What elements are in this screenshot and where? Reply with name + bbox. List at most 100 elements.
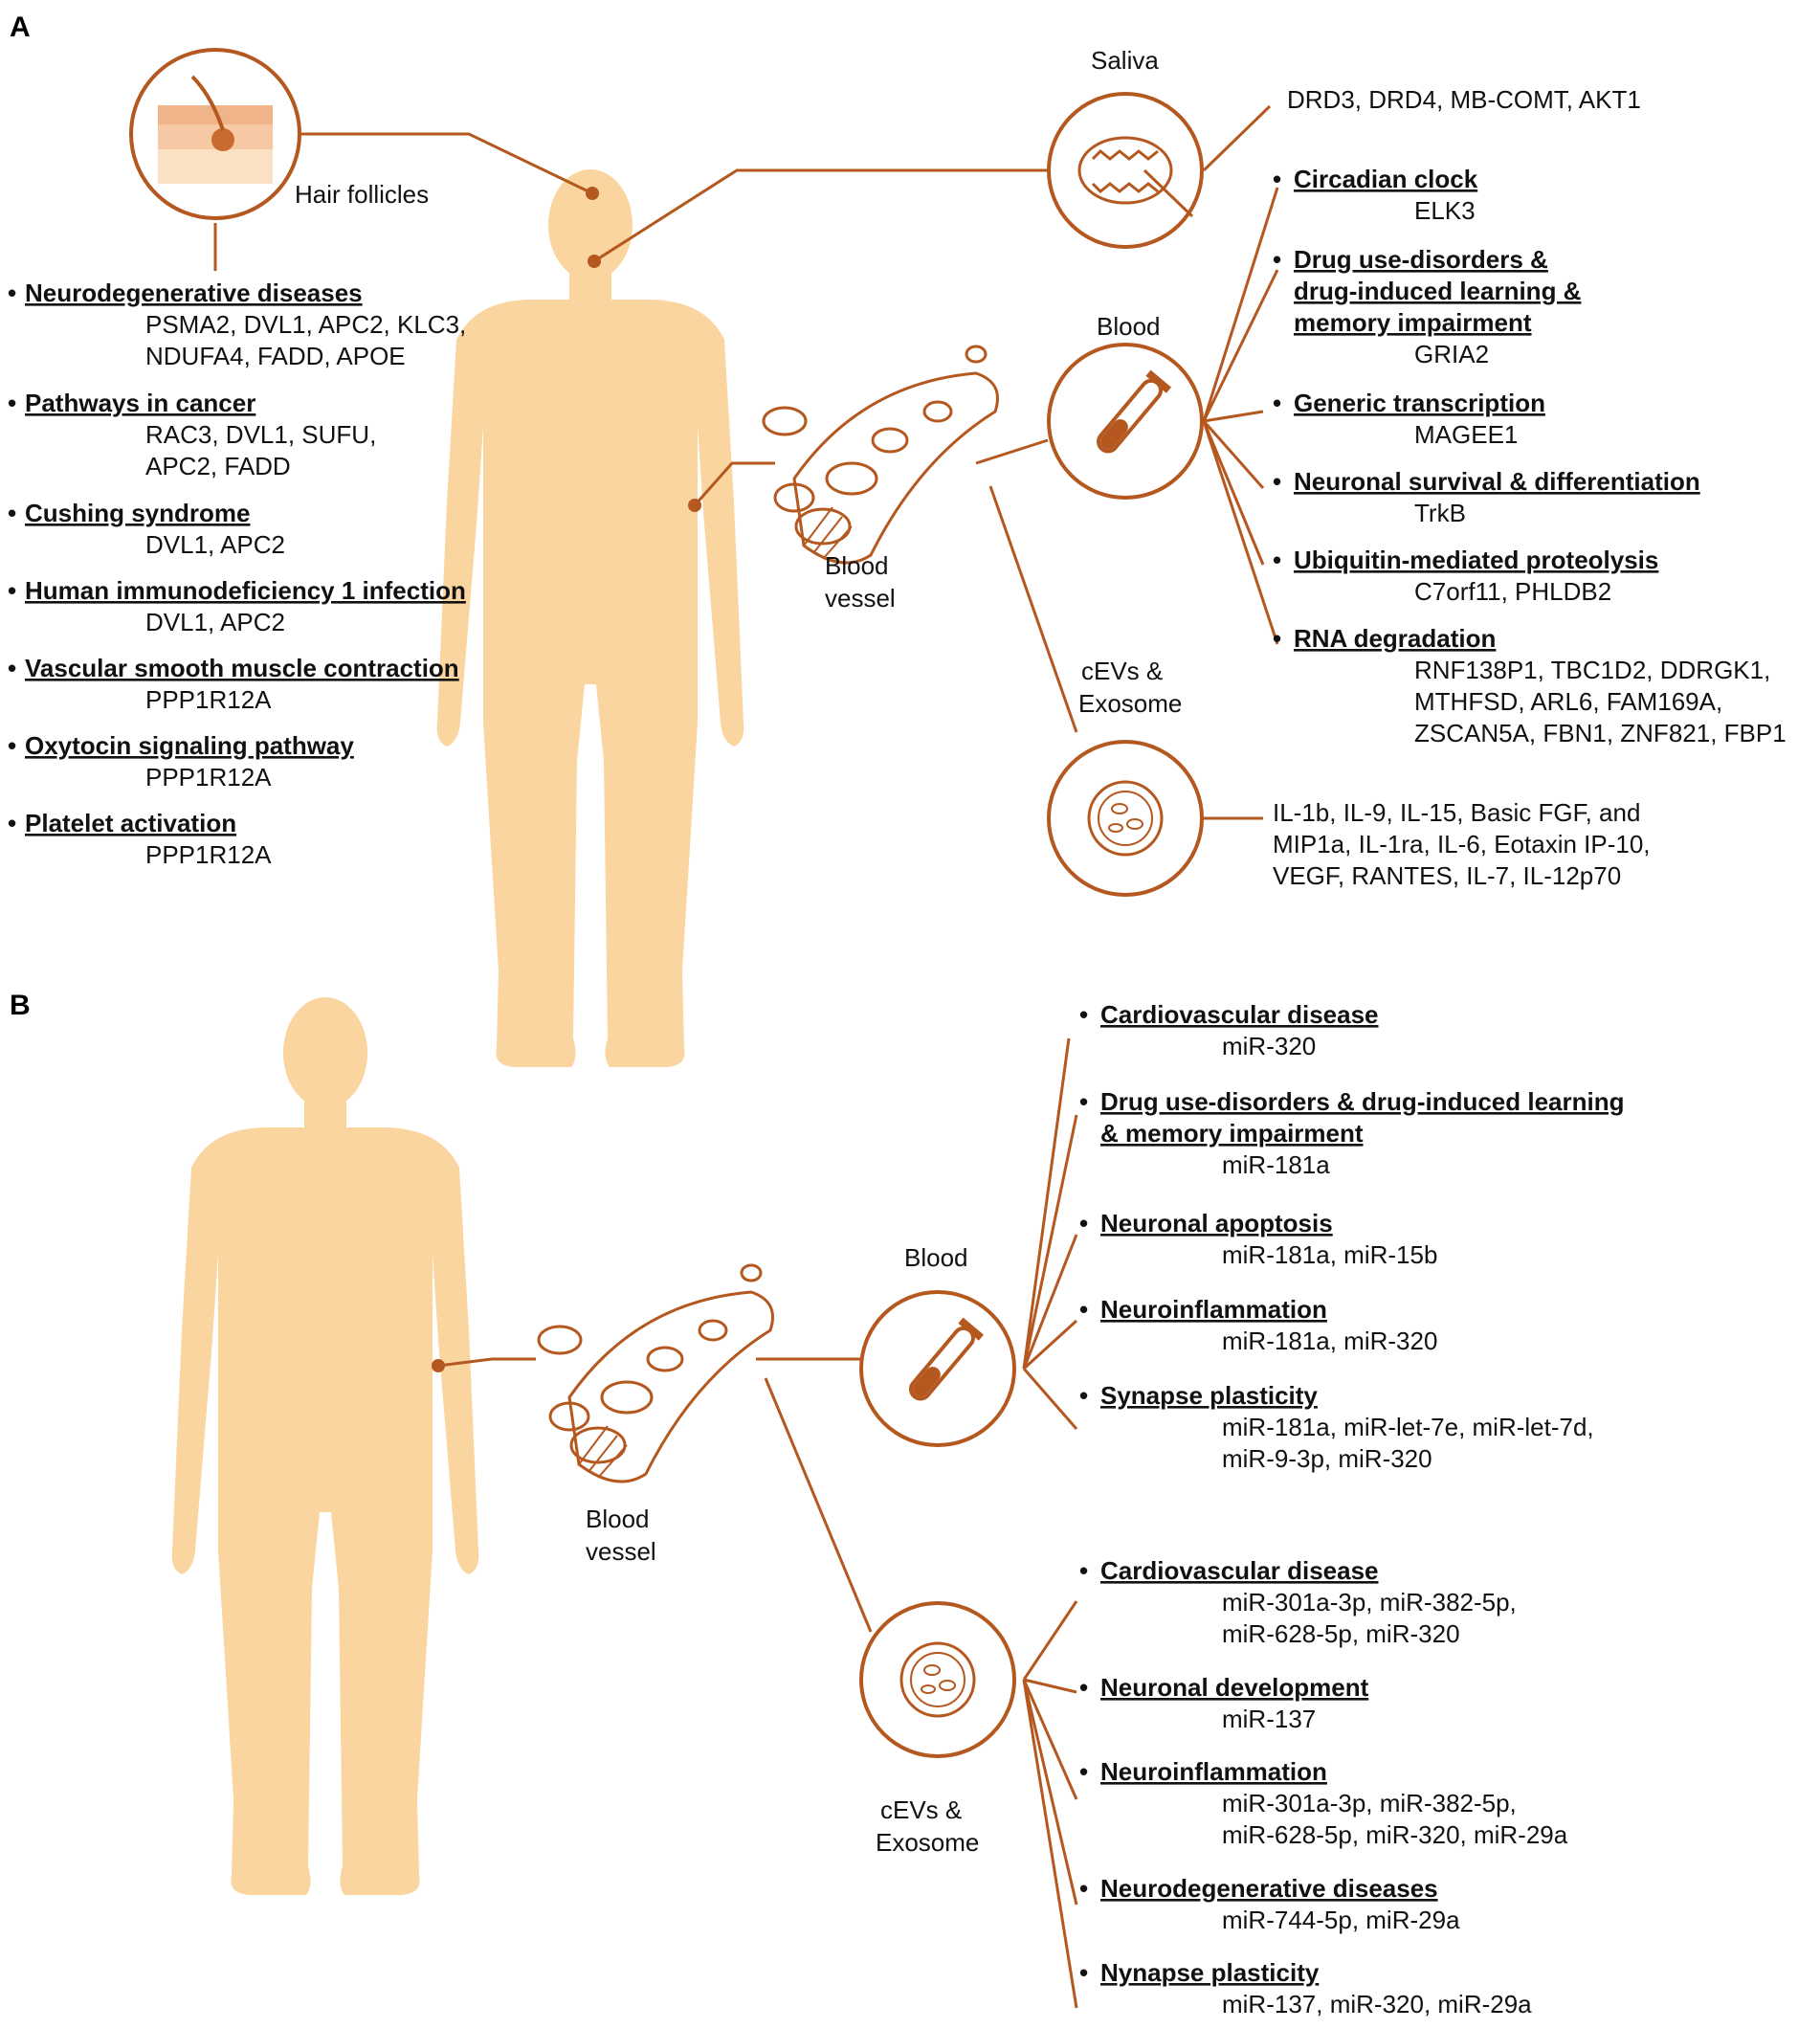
saliva-mouth-icon: [1047, 92, 1204, 249]
hair-item-genes: DVL1, APC2: [145, 530, 285, 559]
arm-marker-dot: [688, 499, 701, 512]
hair-item-genes: PSMA2, DVL1, APC2, KLC3,: [145, 310, 466, 339]
hair-follicle-icon: [129, 48, 301, 220]
panel-b-blood-label: Blood: [904, 1243, 968, 1272]
panel-b-arm-marker-dot: [432, 1359, 445, 1372]
blood-a-item-genes: ZSCAN5A, FBN1, ZNF821, FBP1: [1414, 719, 1787, 747]
cevs-b-item-heading: Neurodegenerative diseases: [1100, 1874, 1438, 1903]
cevs-b-item-bullet: •: [1079, 1673, 1088, 1702]
cevs-b-item-genes: miR-137: [1222, 1705, 1316, 1733]
panel-b-blood-vessel-icon: [537, 1263, 774, 1483]
hair-item-heading: Vascular smooth muscle contraction: [25, 654, 459, 682]
panel-b-vessel-label-2: vessel: [586, 1537, 656, 1566]
blood-a-item-genes: TrkB: [1414, 499, 1466, 527]
blood-a-item-heading: Circadian clock: [1294, 165, 1478, 193]
blood-a-item-heading: Generic transcription: [1294, 389, 1545, 417]
hair-follicles-label: Hair follicles: [295, 180, 429, 209]
cevs-b-item-genes: miR-301a-3p, miR-382-5p,: [1222, 1789, 1517, 1817]
hair-item-heading: Cushing syndrome: [25, 499, 250, 527]
panel-a-blood-label: Blood: [1097, 312, 1161, 341]
hair-item-genes: DVL1, APC2: [145, 608, 285, 636]
hair-item-genes: PPP1R12A: [145, 763, 272, 792]
cevs-b-item-genes: miR-628-5p, miR-320, miR-29a: [1222, 1820, 1568, 1849]
blood-a-item-genes: C7orf11, PHLDB2: [1414, 577, 1611, 606]
cevs-b-item-bullet: •: [1079, 1874, 1088, 1903]
hair-item-heading: Human immunodeficiency 1 infection: [25, 576, 466, 605]
panel-a-cevs-label-2: Exosome: [1078, 689, 1182, 718]
cevs-b-item-bullet: •: [1079, 1958, 1088, 1987]
panel-b-exosome-icon: [859, 1601, 1016, 1758]
cevs-b-item-heading: Neuroinflammation: [1100, 1757, 1327, 1786]
hair-item-bullet: •: [8, 809, 16, 837]
blood-b-item-bullet: •: [1079, 1087, 1088, 1116]
cevs-b-item-genes: miR-301a-3p, miR-382-5p,: [1222, 1588, 1517, 1617]
panel-a-cevs-label-1: cEVs &: [1081, 657, 1163, 685]
blood-a-item-heading: Drug use-disorders &: [1294, 245, 1548, 274]
blood-b-item-heading: Neuronal apoptosis: [1100, 1209, 1333, 1237]
blood-b-item-genes: miR-181a, miR-320: [1222, 1327, 1437, 1355]
hair-item-heading: Platelet activation: [25, 809, 236, 837]
cevs-a-line: VEGF, RANTES, IL-7, IL-12p70: [1273, 861, 1621, 890]
hair-item-heading: Pathways in cancer: [25, 389, 255, 417]
panel-a-blood-vessel-icon: [762, 345, 999, 565]
hair-item-bullet: •: [8, 279, 16, 307]
cevs-a-line: IL-1b, IL-9, IL-15, Basic FGF, and: [1273, 798, 1640, 827]
blood-a-item-bullet: •: [1273, 467, 1281, 496]
hair-item-heading: Neurodegenerative diseases: [25, 279, 363, 307]
cevs-b-item-genes: miR-628-5p, miR-320: [1222, 1619, 1460, 1648]
blood-b-item-genes: miR-320: [1222, 1032, 1316, 1060]
cevs-b-item-genes: miR-137, miR-320, miR-29a: [1222, 1990, 1532, 2018]
cevs-b-item-heading: Neuronal development: [1100, 1673, 1369, 1702]
hair-item-genes: RAC3, DVL1, SUFU,: [145, 420, 376, 449]
blood-b-item-heading: Synapse plasticity: [1100, 1381, 1318, 1410]
cevs-b-item-bullet: •: [1079, 1757, 1088, 1786]
blood-b-item-genes: miR-9-3p, miR-320: [1222, 1444, 1432, 1473]
hair-item-genes: APC2, FADD: [145, 452, 291, 480]
blood-a-item-heading: Ubiquitin-mediated proteolysis: [1294, 546, 1658, 574]
panel-b-blood-tube-icon: [859, 1290, 1016, 1447]
blood-a-item-bullet: •: [1273, 389, 1281, 417]
panel-b-human-figure: [171, 997, 479, 1895]
panel-b-letter: B: [10, 990, 31, 1021]
hair-item-bullet: •: [8, 389, 16, 417]
blood-b-item-bullet: •: [1079, 1209, 1088, 1237]
blood-b-item-genes: miR-181a, miR-15b: [1222, 1240, 1437, 1269]
blood-b-item-bullet: •: [1079, 1295, 1088, 1324]
blood-a-item-genes: MAGEE1: [1414, 420, 1518, 449]
panel-a-vessel-label-1: Blood: [825, 551, 889, 580]
cevs-a-line: MIP1a, IL-1ra, IL-6, Eotaxin IP-10,: [1273, 830, 1651, 858]
panel-b-cevs-label-1: cEVs &: [880, 1795, 962, 1824]
hair-item-bullet: •: [8, 499, 16, 527]
panel-a-connectors: [213, 104, 1279, 820]
blood-a-item-genes: RNF138P1, TBC1D2, DDRGK1,: [1414, 656, 1770, 684]
hair-item-genes: NDUFA4, FADD, APOE: [145, 342, 406, 370]
panel-b-vessel-label-1: Blood: [586, 1505, 650, 1533]
blood-a-item-bullet: •: [1273, 165, 1281, 193]
cevs-b-item-heading: Nynapse plasticity: [1100, 1958, 1320, 1987]
blood-b-item-bullet: •: [1079, 1381, 1088, 1410]
panel-b-connectors: [437, 1037, 1078, 2009]
blood-a-item-heading: memory impairment: [1294, 308, 1532, 337]
blood-a-item-bullet: •: [1273, 245, 1281, 274]
blood-a-item-genes: ELK3: [1414, 196, 1476, 225]
panel-a-exosome-icon: [1047, 740, 1204, 897]
blood-b-item-genes: miR-181a: [1222, 1150, 1330, 1179]
saliva-marker-dot: [588, 255, 601, 268]
hair-item-bullet: •: [8, 654, 16, 682]
blood-a-item-heading: Neuronal survival & differentiation: [1294, 467, 1700, 496]
cevs-b-item-heading: Cardiovascular disease: [1100, 1556, 1379, 1585]
blood-b-item-bullet: •: [1079, 1000, 1088, 1029]
panel-a-cevs-list: IL-1b, IL-9, IL-15, Basic FGF, andMIP1a,…: [1273, 798, 1651, 890]
blood-b-item-heading: Neuroinflammation: [1100, 1295, 1327, 1324]
panel-a-letter: A: [10, 11, 31, 43]
blood-b-item-heading: & memory impairment: [1100, 1119, 1364, 1148]
hair-marker-dot: [586, 187, 599, 200]
panel-a-human-figure: [436, 169, 744, 1067]
panel-a-vessel-label-2: vessel: [825, 584, 896, 613]
cevs-b-item-bullet: •: [1079, 1556, 1088, 1585]
blood-a-item-heading: drug-induced learning &: [1294, 277, 1581, 305]
